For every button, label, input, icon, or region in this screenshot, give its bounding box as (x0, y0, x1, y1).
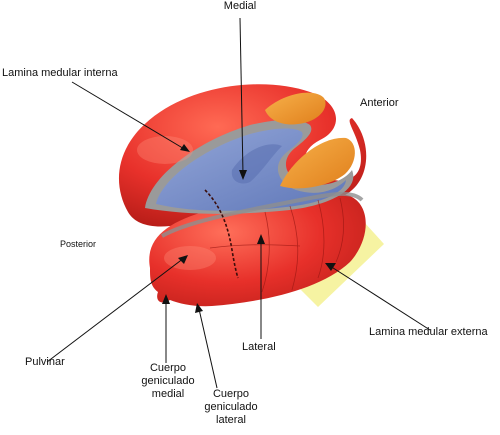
label-lateral: Lateral (242, 341, 276, 353)
anterior-nucleus-lower (280, 137, 355, 189)
label-cuerpo-geniculado-lateral: Cuerpo geniculado lateral (199, 388, 263, 428)
label-pulvinar: Pulvinar (25, 356, 65, 368)
leader-arrowheads (162, 144, 336, 313)
label-cg-lateral-line1: Cuerpo (212, 388, 250, 400)
label-lamina-medular-interna: Lamina medular interna (2, 67, 118, 79)
highlight-lower (164, 246, 216, 270)
lower-body-rim (161, 191, 364, 238)
label-cg-medial-line2: geniculado (141, 375, 195, 388)
highlight-upper (137, 136, 193, 164)
lower-body-surface-lines (209, 197, 344, 293)
label-anterior: Anterior (360, 97, 399, 109)
lamina-dashed-line (204, 189, 239, 279)
leader-lines (46, 17, 431, 389)
label-cuerpo-geniculado-medial: Cuerpo geniculado medial (136, 362, 200, 402)
label-cg-medial-line3: medial (151, 388, 185, 401)
label-cg-lateral-line2: geniculado (204, 401, 258, 414)
label-cg-lateral-line3: lateral (216, 414, 246, 427)
label-cg-medial-line1: Cuerpo (149, 362, 187, 374)
label-medial: Medial (223, 0, 257, 12)
anterior-nucleus-upper (265, 92, 326, 125)
label-posterior: Posterior (60, 239, 97, 249)
label-lamina-medular-externa: Lamina medular externa (369, 326, 488, 338)
